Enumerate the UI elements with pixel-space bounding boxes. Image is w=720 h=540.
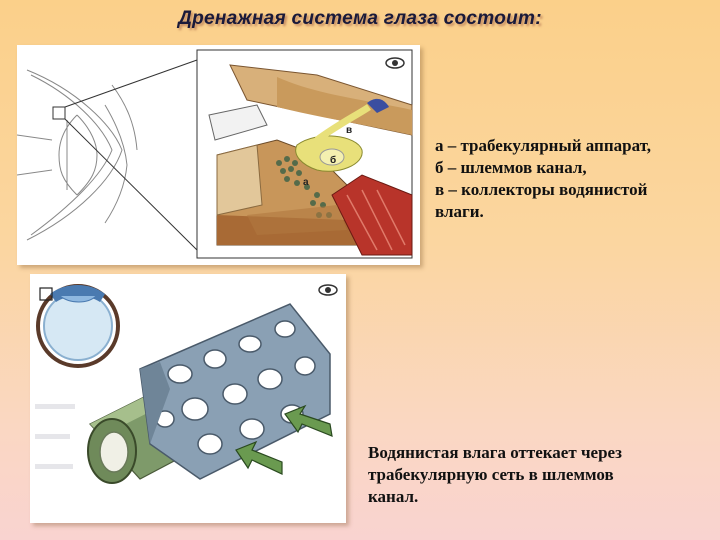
outflow-caption-line-2: трабекулярную сеть в шлеммов bbox=[368, 465, 614, 484]
zoom-region-box bbox=[52, 106, 66, 120]
legend-text: а – трабекулярный аппарат, б – шлеммов к… bbox=[435, 135, 715, 223]
legend-line-v-cont: влаги. bbox=[435, 202, 484, 221]
flow-arrow-upper bbox=[284, 404, 333, 437]
label-b: б bbox=[330, 154, 336, 166]
eye-icon bbox=[385, 57, 405, 69]
trabecular-mesh bbox=[139, 303, 331, 480]
label-v: в bbox=[346, 125, 352, 136]
eye-icon bbox=[318, 284, 338, 296]
eye-outline-sketch bbox=[17, 69, 138, 241]
eyeball-diagram bbox=[36, 284, 120, 368]
outflow-caption-line-1: Водянистая влага оттекает через bbox=[368, 443, 622, 462]
legend-line-a: а – трабекулярный аппарат, bbox=[435, 136, 651, 155]
trabecular-mesh-illustration bbox=[30, 274, 346, 523]
outflow-caption: Водянистая влага оттекает через трабекул… bbox=[368, 442, 713, 508]
drainage-system-illustration: в б а bbox=[17, 45, 420, 265]
tissue-cross-section bbox=[208, 64, 413, 256]
label-a: а bbox=[303, 177, 309, 188]
flow-arrow-lower bbox=[235, 440, 283, 475]
legend-line-b: б – шлеммов канал, bbox=[435, 158, 587, 177]
outflow-caption-line-3: канал. bbox=[368, 487, 419, 506]
legend-line-v: в – коллекторы водянистой bbox=[435, 180, 648, 199]
page-title: Дренажная система глаза состоит: bbox=[178, 8, 542, 29]
